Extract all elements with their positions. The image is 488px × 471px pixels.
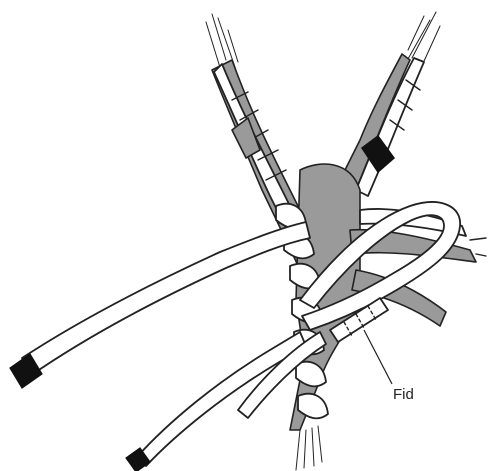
fid-leader-line: [364, 330, 392, 384]
fid-label: Fid: [393, 386, 414, 403]
